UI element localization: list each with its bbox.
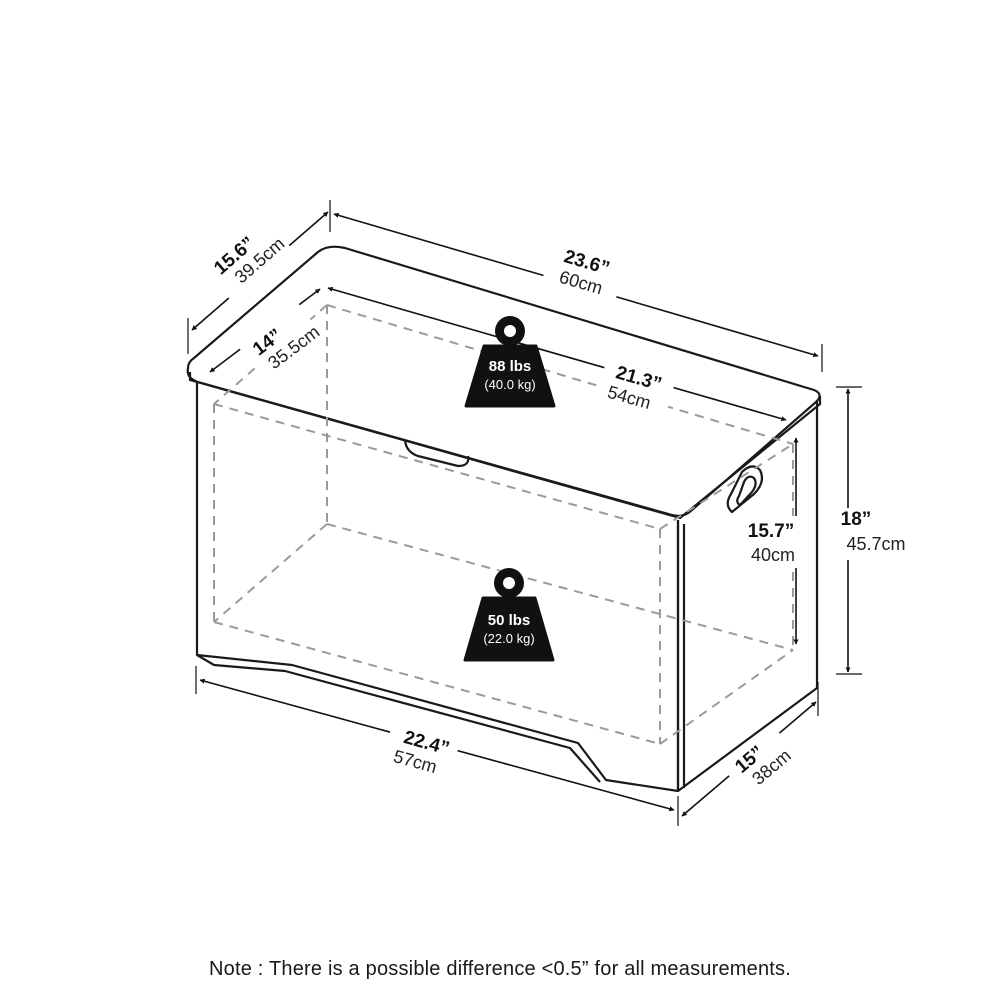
chest-side-handle bbox=[726, 465, 764, 514]
label-total-height: 18” 45.7cm bbox=[836, 508, 916, 560]
label-base-depth: 15” 38cm bbox=[721, 724, 802, 803]
total-height-metric: 45.7cm bbox=[846, 534, 905, 554]
interior-weight-icon: 50 lbs (22.0 kg) bbox=[463, 568, 555, 662]
total-height-imperial: 18” bbox=[841, 509, 872, 530]
label-base-width: 22.4” 57cm bbox=[381, 719, 462, 783]
chest-lid-handle bbox=[403, 439, 470, 468]
measurement-note: Note : There is a possible difference <0… bbox=[209, 958, 791, 980]
label-lid-depth: 15.6” 39.5cm bbox=[201, 213, 292, 301]
lid-weight-icon: 88 lbs (40.0 kg) bbox=[464, 316, 556, 408]
dim-line-inner-width bbox=[327, 286, 787, 422]
inner-height-metric: 40cm bbox=[751, 545, 795, 565]
label-lid-width: 23.6” 60cm bbox=[541, 240, 627, 304]
interior-weight-lbs: 50 lbs bbox=[488, 612, 531, 629]
dimension-lines bbox=[187, 200, 862, 826]
chest-lid-edge bbox=[188, 372, 822, 520]
interior-weight-kg: (22.0 kg) bbox=[483, 631, 534, 646]
label-inner-width: 21.3” 54cm bbox=[595, 356, 677, 420]
lid-weight-lbs: 88 lbs bbox=[489, 358, 532, 375]
inner-height-imperial: 15.7” bbox=[748, 521, 794, 542]
label-inner-height: 15.7” 40cm bbox=[740, 516, 804, 568]
lid-weight-kg: (40.0 kg) bbox=[484, 377, 535, 392]
